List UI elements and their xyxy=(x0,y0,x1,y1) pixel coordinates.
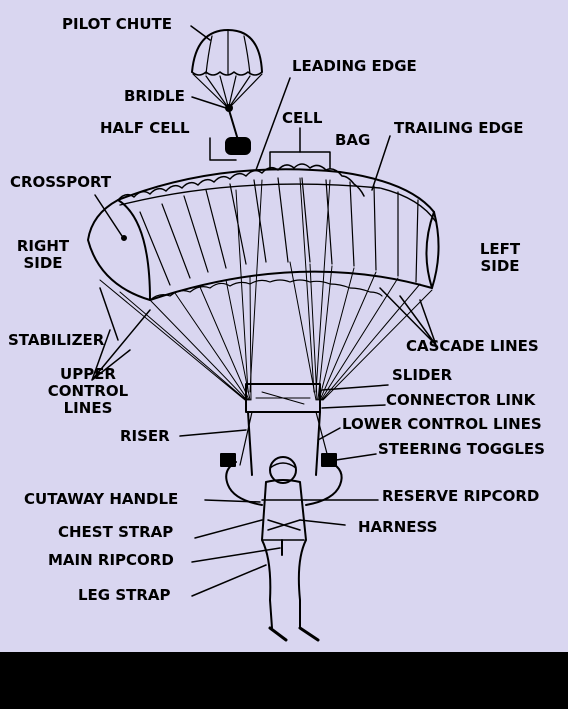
label-upper-control-lines-line3: LINES xyxy=(63,399,113,417)
label-half-cell: HALF CELL xyxy=(100,119,190,137)
pilot-chute-drawing xyxy=(191,29,263,112)
label-chest-strap: CHEST STRAP xyxy=(58,523,174,541)
label-right-side: RIGHT SIDE xyxy=(8,238,78,272)
bottom-black-bar xyxy=(0,652,568,709)
label-reserve-ripcord: RESERVE RIPCORD xyxy=(382,487,540,505)
label-left-side-line2: SIDE xyxy=(480,257,520,275)
diagram-drawing xyxy=(87,25,440,642)
label-upper-control-lines-line2: CONTROL xyxy=(47,382,129,400)
label-cascade-lines: CASCADE LINES xyxy=(406,337,539,355)
label-slider: SLIDER xyxy=(392,366,453,384)
label-leading-edge: LEADING EDGE xyxy=(292,57,417,75)
label-cutaway-handle: CUTAWAY HANDLE xyxy=(24,490,179,508)
slider-drawing xyxy=(245,383,321,413)
label-right-side-line2: SIDE xyxy=(23,254,63,272)
label-left-side-line1: LEFT xyxy=(479,240,521,258)
label-lower-control-lines: LOWER CONTROL LINES xyxy=(342,415,542,433)
steering-toggle-right xyxy=(321,453,337,467)
label-riser: RISER xyxy=(120,427,170,445)
label-left-side: LEFT SIDE xyxy=(468,241,532,275)
label-upper-control-lines-line1: UPPER xyxy=(60,365,116,383)
label-leg-strap: LEG STRAP xyxy=(78,586,171,604)
leader-lines xyxy=(91,25,437,597)
jumper-figure xyxy=(225,456,343,642)
canopy-drawing xyxy=(87,163,440,301)
label-stabilizer: STABILIZER xyxy=(8,331,105,349)
suspension-lines xyxy=(99,177,433,401)
label-steering-toggles: STEERING TOGGLES xyxy=(378,440,545,458)
label-bridle: BRIDLE xyxy=(124,87,185,105)
label-cell: CELL xyxy=(282,109,323,127)
label-crossport: CROSSPORT xyxy=(10,173,112,191)
risers-drawing xyxy=(239,411,331,476)
parachute-diagram: PILOT CHUTE LEADING EDGE BRIDLE HALF CEL… xyxy=(0,0,568,652)
label-pilot-chute: PILOT CHUTE xyxy=(62,15,173,33)
label-main-ripcord: MAIN RIPCORD xyxy=(48,551,174,569)
label-bag: BAG xyxy=(335,131,371,149)
label-connector-link: CONNECTOR LINK xyxy=(386,391,536,409)
label-right-side-line1: RIGHT xyxy=(16,237,70,255)
label-trailing-edge: TRAILING EDGE xyxy=(394,119,524,137)
label-harness: HARNESS xyxy=(358,518,438,536)
bridle-line xyxy=(228,109,239,141)
label-upper-control-lines: UPPER CONTROL LINES xyxy=(36,366,140,417)
steering-toggle-left xyxy=(220,453,236,467)
bag-drawing xyxy=(225,137,251,155)
